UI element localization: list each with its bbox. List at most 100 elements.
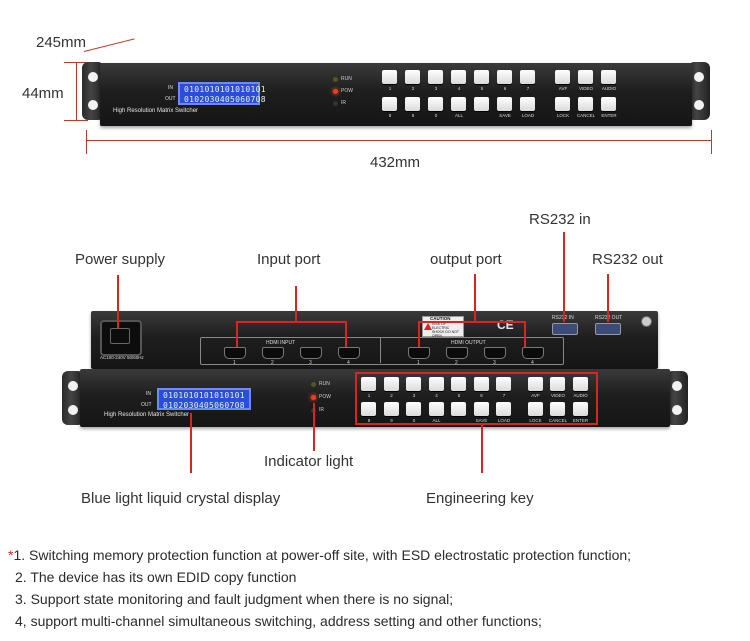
hdmi-input-port-number: 4 [347, 360, 350, 366]
top-lcd-in-label: IN [168, 85, 173, 91]
bottom-key-bottom-4[interactable] [428, 402, 444, 416]
top-rack-ear-left [82, 62, 104, 120]
callout-power-supply: Power supply [75, 251, 166, 268]
top-key-bottom-6[interactable] [497, 97, 512, 111]
callout-rs232-out: RS232 out [592, 251, 663, 268]
bottom-key-label: 5 [457, 393, 461, 398]
top-key-label: 8 [388, 113, 392, 118]
top-key-top-1[interactable] [382, 70, 397, 84]
top-key-label: 4 [457, 86, 461, 91]
hdmi-output-port-2 [446, 347, 468, 359]
bottom-key-bottom-9[interactable] [550, 402, 565, 416]
width-dimension-label: 432mm [370, 154, 421, 171]
callout-line-input-horizontal [236, 321, 347, 323]
top-led-pow-label: POW [341, 88, 353, 94]
top-key-top-3[interactable] [428, 70, 443, 84]
top-model-label: High Resolution Matrix Switcher [113, 108, 199, 114]
top-key-label: 5 [480, 86, 484, 91]
bottom-key-label: LOAD [497, 418, 511, 423]
bottom-key-top-9[interactable] [550, 377, 565, 391]
caution-warning-icon [424, 323, 432, 330]
width-dimension-line [86, 140, 712, 141]
callout-line-rs232-out [607, 274, 609, 322]
top-key-top-10[interactable] [601, 70, 616, 84]
bottom-key-label: VIDEO [550, 393, 565, 398]
hdmi-output-label: HDMI OUTPUT [451, 340, 486, 346]
bottom-key-bottom-6[interactable] [473, 402, 489, 416]
top-lcd-out-label: OUT [165, 96, 176, 102]
power-socket-label: AC100-240V 50/60Hz [100, 355, 144, 360]
callout-lcd-display: Blue light liquid crystal display [81, 490, 281, 507]
bottom-key-label: 1 [367, 393, 371, 398]
top-key-bottom-10[interactable] [601, 97, 616, 111]
ground-screw-icon [641, 316, 652, 327]
top-key-top-2[interactable] [405, 70, 420, 84]
top-key-top-6[interactable] [497, 70, 512, 84]
bottom-key-bottom-8[interactable] [527, 402, 543, 416]
bottom-led-run-label: RUN [319, 381, 330, 387]
bottom-key-label: SAVE [475, 418, 488, 423]
height-dimension-tick-bottom [64, 120, 88, 121]
bottom-key-bottom-10[interactable] [572, 402, 588, 416]
bottom-key-top-7[interactable] [496, 377, 511, 391]
hdmi-output-port-4 [522, 347, 544, 359]
bottom-key-top-10[interactable] [572, 377, 588, 391]
top-key-label: SAVE [499, 113, 511, 118]
bottom-key-top-6[interactable] [473, 377, 489, 391]
bottom-key-top-2[interactable] [383, 377, 399, 391]
bottom-rack-ear-left [62, 371, 84, 425]
callout-line-output-left [418, 321, 420, 347]
power-socket [100, 320, 142, 356]
bottom-key-label: 8 [367, 418, 371, 423]
top-key-top-7[interactable] [520, 70, 535, 84]
bottom-key-label: ENTER [572, 418, 589, 423]
bottom-lcd-in-label: IN [146, 391, 151, 397]
bottom-key-top-4[interactable] [428, 377, 444, 391]
top-key-bottom-3[interactable] [428, 97, 443, 111]
height-dimension-line [76, 62, 77, 120]
top-key-top-5[interactable] [474, 70, 489, 84]
bottom-key-bottom-5[interactable] [451, 402, 466, 416]
bottom-key-bottom-3[interactable] [406, 402, 421, 416]
top-key-bottom-2[interactable] [405, 97, 420, 111]
top-key-bottom-7[interactable] [520, 97, 535, 111]
top-key-bottom-8[interactable] [555, 97, 570, 111]
top-key-bottom-1[interactable] [382, 97, 397, 111]
note-item-3: 3. Support state monitoring and fault ju… [15, 591, 454, 607]
top-key-bottom-9[interactable] [578, 97, 593, 111]
top-key-bottom-5[interactable] [474, 97, 489, 111]
bottom-key-bottom-7[interactable] [496, 402, 511, 416]
callout-indicator-light: Indicator light [264, 453, 354, 470]
bottom-key-top-5[interactable] [451, 377, 466, 391]
bottom-key-label: CANCEL [548, 418, 568, 423]
top-key-top-9[interactable] [578, 70, 593, 84]
top-key-top-4[interactable] [451, 70, 466, 84]
callout-line-output-vertical [474, 274, 476, 321]
top-key-label: LOAD [521, 113, 535, 118]
hdmi-port-frame [200, 337, 564, 365]
bottom-lcd-row-in: 0101010101010101 [163, 391, 245, 400]
callout-line-output-horizontal [418, 321, 526, 323]
bottom-key-label: 2 [390, 393, 393, 398]
top-key-label: 0 [434, 113, 438, 118]
bottom-key-top-8[interactable] [527, 377, 543, 391]
callout-line-rs232-in [563, 232, 565, 322]
top-key-top-8[interactable] [555, 70, 570, 84]
rs232-in-port-label: RS232 IN [552, 315, 574, 321]
hdmi-input-port-2 [262, 347, 284, 359]
callout-line-input-right [345, 321, 347, 347]
top-led-pow [333, 89, 338, 94]
height-dimension-label: 44mm [22, 85, 64, 102]
top-key-bottom-4[interactable] [451, 97, 466, 111]
bottom-key-top-1[interactable] [361, 377, 376, 391]
bottom-key-bottom-2[interactable] [383, 402, 399, 416]
height-dimension-tick-top [64, 62, 88, 63]
hdmi-output-port-1 [408, 347, 430, 359]
note-item-2: 2. The device has its own EDID copy func… [15, 569, 297, 585]
hdmi-port-divider [380, 337, 381, 363]
bottom-key-top-3[interactable] [406, 377, 421, 391]
bottom-key-bottom-1[interactable] [361, 402, 376, 416]
power-socket-inner [110, 328, 130, 344]
depth-dimension-line [83, 38, 135, 52]
callout-engineering-key: Engineering key [426, 490, 534, 507]
